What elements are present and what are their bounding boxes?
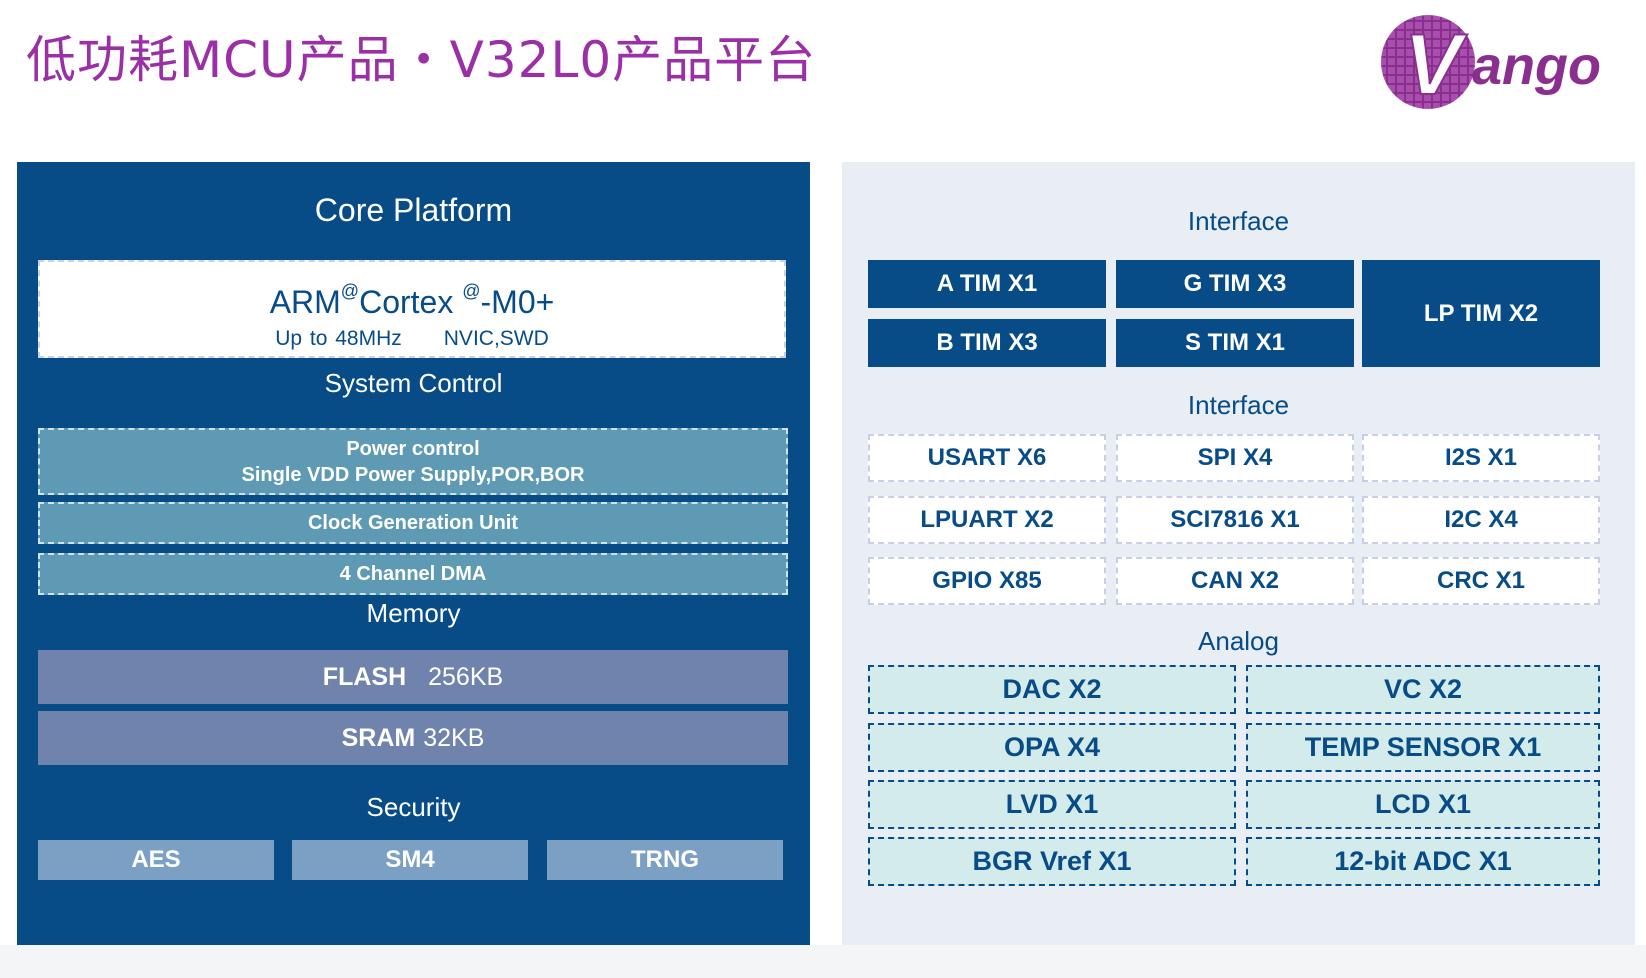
cpu-name-suffix: -M0+: [480, 284, 555, 320]
analog-temp-sensor: TEMP SENSOR X1: [1246, 723, 1600, 772]
cpu-features: NVIC,SWD: [443, 327, 549, 350]
power-control-box: Power control Single VDD Power Supply,PO…: [38, 428, 788, 495]
interface-i2c: I2C X4: [1362, 496, 1600, 544]
analog-vc: VC X2: [1246, 665, 1600, 714]
core-platform-panel: Core Platform ARM@Cortex @-M0+ Up to 48M…: [17, 162, 810, 945]
analog-title: Analog: [1198, 626, 1279, 656]
flash-label: FLASH: [322, 662, 407, 691]
cpu-name-mid: Cortex: [359, 284, 454, 320]
power-control-line1: Power control: [346, 437, 480, 460]
timer-s-tim: S TIM X1: [1116, 319, 1354, 367]
sram-label: SRAM: [341, 723, 416, 752]
cpu-details: Up to 48MHz NVIC,SWD: [40, 327, 784, 351]
analog-lvd: LVD X1: [868, 780, 1236, 829]
dma-box: 4 Channel DMA: [38, 553, 788, 595]
timer-lp-tim: LP TIM X2: [1362, 260, 1600, 367]
security-item-aes: AES: [38, 840, 274, 880]
cpu-reg-mark-2: @: [462, 281, 481, 302]
clock-generation-box: Clock Generation Unit: [38, 502, 788, 544]
analog-bgr-vref: BGR Vref X1: [868, 837, 1236, 886]
cpu-name: ARM@Cortex @-M0+: [40, 281, 784, 321]
interface-i2s: I2S X1: [1362, 434, 1600, 482]
interface-can: CAN X2: [1116, 557, 1354, 605]
interface-sci7816: SCI7816 X1: [1116, 496, 1354, 544]
analog-lcd: LCD X1: [1246, 780, 1600, 829]
cpu-reg-mark-1: @: [340, 281, 360, 302]
footer-band: [0, 945, 1646, 978]
timer-g-tim: G TIM X3: [1116, 260, 1354, 308]
logo-mark: V: [1404, 17, 1468, 112]
power-control-line2: Single VDD Power Supply,POR,BOR: [241, 463, 585, 486]
page-title: 低功耗MCU产品・V32L0产品平台: [26, 31, 817, 89]
security-item-trng: TRNG: [547, 840, 783, 880]
interface-gpio: GPIO X85: [868, 557, 1106, 605]
security-title: Security: [366, 792, 461, 822]
peripherals-panel: Interface A TIM X1 G TIM X3 B TIM X3 S T…: [842, 162, 1635, 945]
flash-box: FLASH 256KB: [38, 650, 788, 704]
timers-title: Interface: [1187, 206, 1290, 236]
core-platform-title: Core Platform: [314, 192, 513, 228]
timer-b-tim: B TIM X3: [868, 319, 1106, 367]
analog-adc: 12-bit ADC X1: [1246, 837, 1600, 886]
memory-title: Memory: [366, 598, 461, 628]
interface-title: Interface: [1187, 390, 1290, 420]
cpu-frequency: Up to 48MHz: [275, 327, 402, 350]
logo-text: ango: [1472, 36, 1601, 96]
interface-lpuart: LPUART X2: [868, 496, 1106, 544]
analog-dac: DAC X2: [868, 665, 1236, 714]
interface-usart: USART X6: [868, 434, 1106, 482]
system-control-title: System Control: [324, 368, 503, 398]
timer-a-tim: A TIM X1: [868, 260, 1106, 308]
interface-crc: CRC X1: [1362, 557, 1600, 605]
security-item-sm4: SM4: [292, 840, 528, 880]
analog-opa: OPA X4: [868, 723, 1236, 772]
cpu-name-prefix: ARM: [269, 284, 341, 320]
interface-spi: SPI X4: [1116, 434, 1354, 482]
flash-size: 256KB: [428, 662, 504, 691]
sram-size: 32KB: [423, 723, 485, 752]
vango-logo: V ango: [1381, 15, 1601, 112]
